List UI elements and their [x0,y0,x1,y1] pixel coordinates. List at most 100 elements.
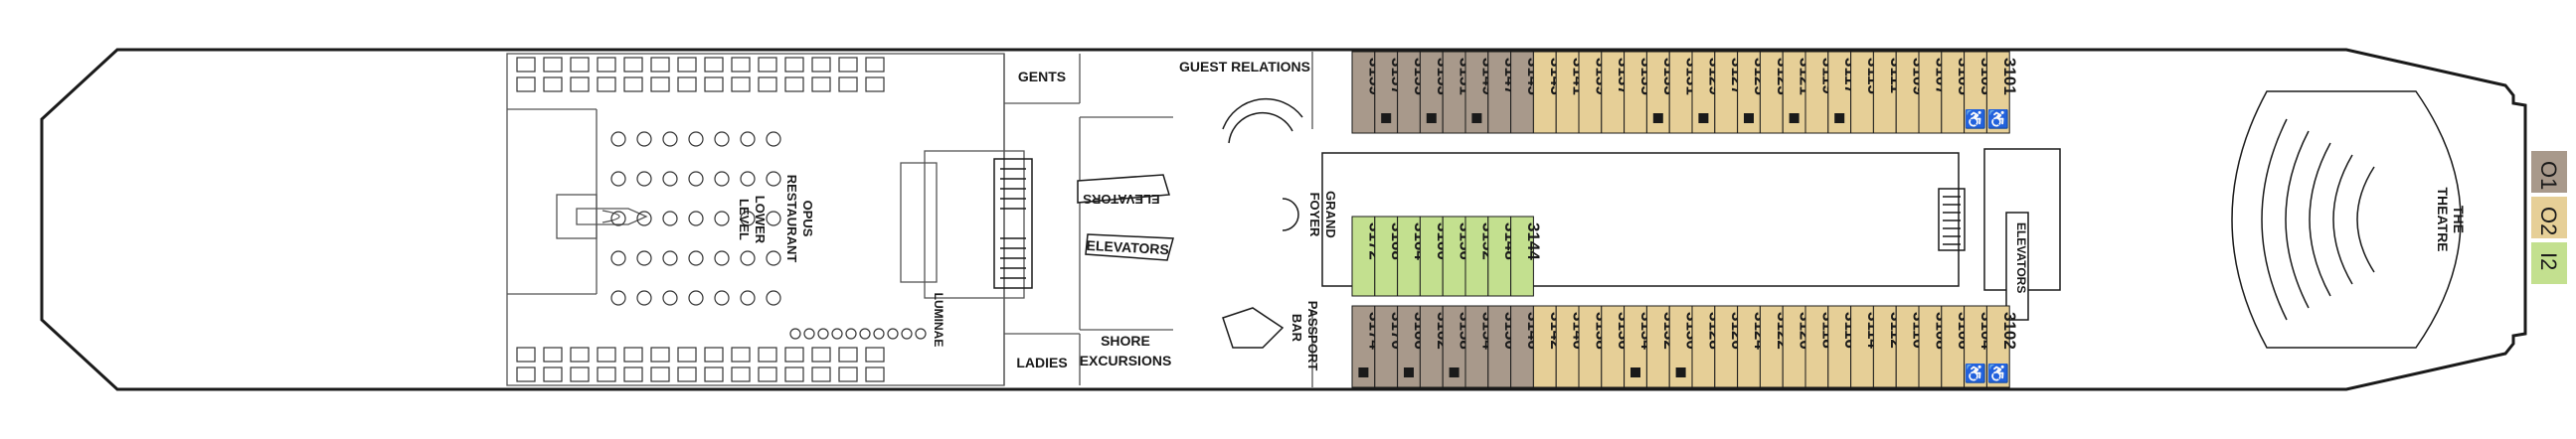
round-table-icon [688,250,704,266]
table-icon [758,76,777,92]
connecting-cabin-icon [1675,367,1686,377]
opus-label-2: RESTAURANT [784,175,799,263]
table-icon [677,57,697,73]
luminae-label: LUMINAE [932,293,945,348]
connecting-cabin-icon [1652,113,1663,123]
wheelchair-accessible-icon: ♿ [1987,363,2009,383]
table-icon [650,347,670,363]
legend-swatch [2531,242,2567,284]
dining-tables [516,57,927,382]
lower-level-label-1: LOWER [753,196,768,244]
connecting-cabin-icon [1358,367,1369,377]
table-icon [865,57,885,73]
grand-foyer-stairs [1222,97,1303,349]
round-table-icon [688,131,704,147]
cabin-cell [1510,216,1534,297]
table-icon [865,347,885,363]
legend-code: O1 [2536,161,2561,190]
round-table-icon [688,171,704,187]
table-icon [838,57,858,73]
table-icon [543,366,563,382]
table-icon [597,57,616,73]
table-icon [623,76,643,92]
legend-code: I2 [2536,252,2561,270]
round-table-icon [714,290,730,306]
table-icon [677,76,697,92]
round-table-icon [662,171,678,187]
round-table-icon [766,171,781,187]
central-corridor [1321,152,1960,287]
legend-item-i2: I2 [2531,242,2567,284]
legend-item-o2: O2 [2531,197,2567,238]
guest-relations-label: GUEST RELATIONS [1179,59,1310,74]
table-icon [597,366,616,382]
elevators-forward-label: ELEVATORS [2014,222,2028,293]
table-icon [784,57,804,73]
round-table-icon [662,131,678,147]
cabin-3144[interactable]: 3144 [1510,216,1543,297]
round-table-icon [662,290,678,306]
round-table-icon [688,211,704,226]
round-table-icon [714,211,730,226]
table-icon [731,57,751,73]
round-table-icon [610,211,626,226]
cabin-number: 3102 [2000,312,2019,350]
wheelchair-accessible-icon: ♿ [1965,108,1986,129]
round-table-icon [610,290,626,306]
round-table-icon [766,211,781,226]
table-icon [543,347,563,363]
round-table-icon [915,328,927,340]
passport-bar-label-2: BAR [1289,314,1304,343]
shore-excursions-label-1: SHORE [1101,333,1150,349]
wheelchair-accessible-icon: ♿ [1987,108,2009,129]
round-table-icon [636,290,652,306]
cabin-3101[interactable]: 3101♿ [1985,51,2019,134]
table-icon [570,366,590,382]
table-icon [704,76,724,92]
table-icon [570,57,590,73]
elevator-bank-aft-bottom [1085,233,1174,261]
cabin-3132[interactable]: 3132 [1645,305,1679,388]
cabin-3102[interactable]: 3102 ♿ [1985,305,2019,388]
ship-hull [40,48,2527,391]
cabin-number: 3144 [1524,222,1543,260]
table-icon [731,366,751,382]
round-table-icon [845,328,857,340]
round-table-icon [831,328,843,340]
round-table-icon [766,290,781,306]
round-table-icon [636,131,652,147]
table-icon [650,76,670,92]
table-icon [811,366,831,382]
staircase-forward [1938,188,1966,251]
table-icon [865,366,885,382]
round-table-icon [740,211,756,226]
cabin-3117[interactable]: 3117 [1827,51,1860,134]
table-icon [758,366,777,382]
shore-excursions-label-2: EXCURSIONS [1080,353,1172,368]
connecting-cabin-icon [1834,113,1845,123]
table-icon [838,366,858,382]
connecting-cabin-icon [1744,113,1754,123]
round-table-icon [636,211,652,226]
table-icon [516,366,536,382]
round-table-icon [662,211,678,226]
round-table-icon [740,290,756,306]
table-icon [784,366,804,382]
table-icon [650,57,670,73]
elevator-box-forward [2005,212,2029,321]
cabins-bottom-row: 3174317031663162315831543150314631423140… [1351,305,2019,388]
round-table-icon [873,328,885,340]
table-icon [811,57,831,73]
round-table-icon [662,250,678,266]
theatre-label-1: THE [2451,206,2467,233]
passport-bar-label-1: PASSPORT [1305,301,1320,371]
opus-restaurant-area [506,52,1313,387]
legend-code: O2 [2536,207,2561,235]
round-table-icon [610,131,626,147]
round-table-icon [901,328,913,340]
cabin-3127[interactable]: 3127 [1714,51,1747,134]
round-table-icon [610,250,626,266]
table-icon [623,366,643,382]
table-icon [543,57,563,73]
